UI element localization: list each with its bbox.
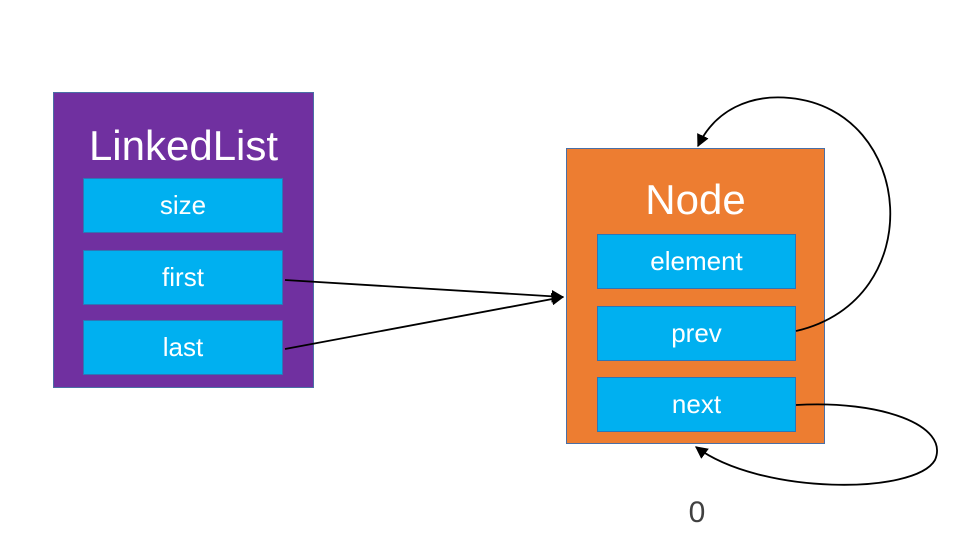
- field-last: last: [83, 320, 283, 375]
- arrow-next-loop: [694, 403, 938, 486]
- field-prev: prev: [597, 306, 796, 361]
- linkedlist-box: LinkedList size first last: [53, 92, 314, 388]
- field-next: next: [597, 377, 796, 432]
- node-title: Node: [645, 176, 746, 223]
- linkedlist-title: LinkedList: [88, 122, 279, 169]
- field-size: size: [83, 178, 283, 233]
- field-first: first: [83, 250, 283, 305]
- field-element: element: [597, 234, 796, 289]
- arrow-last-to-node: [284, 292, 565, 350]
- node-box: Node element prev next: [566, 148, 825, 444]
- arrow-first-to-node: [284, 279, 565, 303]
- caption-zero: 0: [688, 496, 706, 529]
- arrow-prev-loop: [697, 96, 892, 332]
